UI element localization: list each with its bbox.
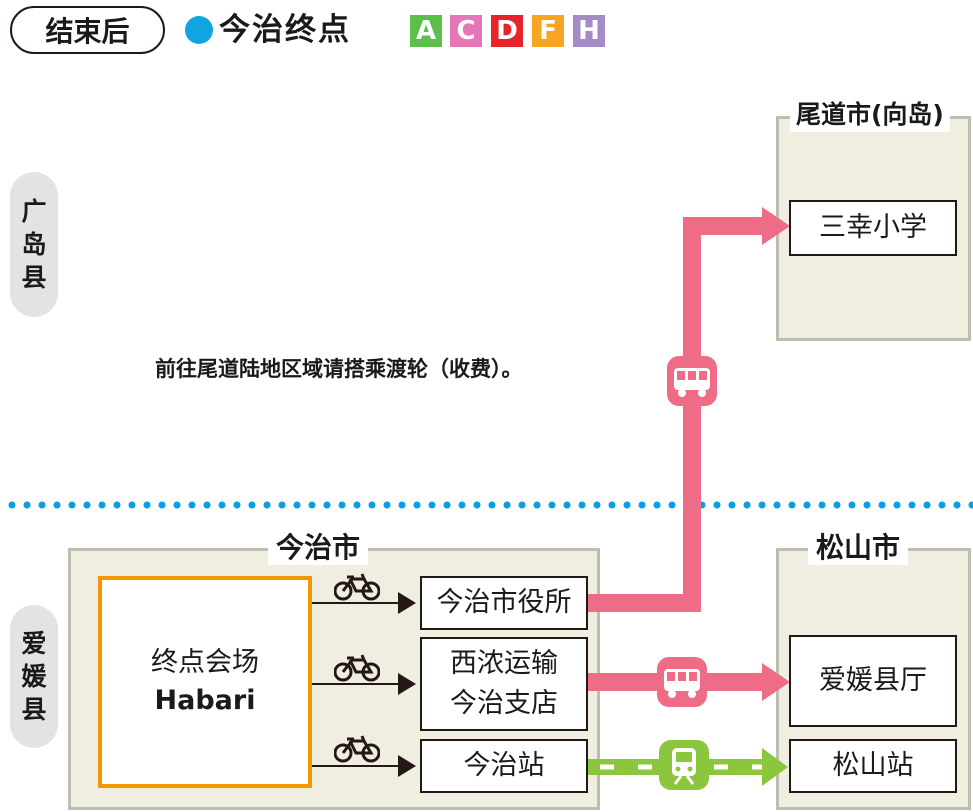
stop-ehime-prefectural-office: 爱媛县厅 bbox=[789, 635, 957, 727]
venue-name: 终点会场 bbox=[151, 647, 259, 678]
route-badge-c: C bbox=[450, 15, 482, 47]
route-badge-a: A bbox=[410, 15, 442, 47]
ferry-note: 前往尾道陆地区域请搭乘渡轮（收费）。 bbox=[155, 357, 523, 381]
region-title-imabari: 今治市 bbox=[268, 531, 369, 565]
arrow-head-ehime-office bbox=[762, 663, 790, 701]
stop-imabari-station: 今治站 bbox=[420, 739, 588, 793]
bus-icon bbox=[667, 356, 717, 406]
route-badge-h: H bbox=[573, 15, 605, 47]
prefecture-hiroshima: 广 岛 县 bbox=[10, 172, 58, 317]
stop-sanko-elementary: 三幸小学 bbox=[789, 200, 957, 256]
finish-venue: 终点会场 Habari bbox=[98, 576, 312, 788]
after-finish-label: 结束后 bbox=[10, 6, 165, 54]
arrow-head-bus-depot bbox=[398, 673, 416, 695]
stop-imabari-city-hall: 今治市役所 bbox=[420, 576, 588, 630]
bus-route-to-onomichi bbox=[588, 217, 770, 612]
venue-subname: Habari bbox=[154, 685, 256, 716]
bus-icon bbox=[657, 657, 707, 707]
bicycle-icon bbox=[334, 735, 380, 763]
prefecture-boundary-line bbox=[8, 501, 973, 509]
prefecture-ehime: 爱 媛 县 bbox=[10, 605, 58, 748]
route-badge-d: D bbox=[491, 15, 523, 47]
arrow-head-onomichi bbox=[762, 207, 790, 245]
destination-title: 今治终点 bbox=[219, 12, 351, 48]
arrow-head-station bbox=[398, 755, 416, 777]
stop-matsuyama-station: 松山站 bbox=[789, 739, 957, 793]
region-title-onomichi: 尾道市(向岛) bbox=[790, 98, 950, 132]
train-icon bbox=[659, 740, 709, 790]
arrow-head-matsuyama-station bbox=[762, 748, 788, 786]
bicycle-icon bbox=[334, 654, 380, 682]
arrow-head-city-hall bbox=[398, 592, 416, 614]
stop-seino-transport: 西浓运输 今治支店 bbox=[420, 637, 588, 731]
region-title-matsuyama: 松山市 bbox=[808, 531, 909, 565]
route-badge-f: F bbox=[532, 15, 564, 47]
destination-dot-icon bbox=[185, 16, 213, 44]
bicycle-icon bbox=[334, 573, 380, 601]
